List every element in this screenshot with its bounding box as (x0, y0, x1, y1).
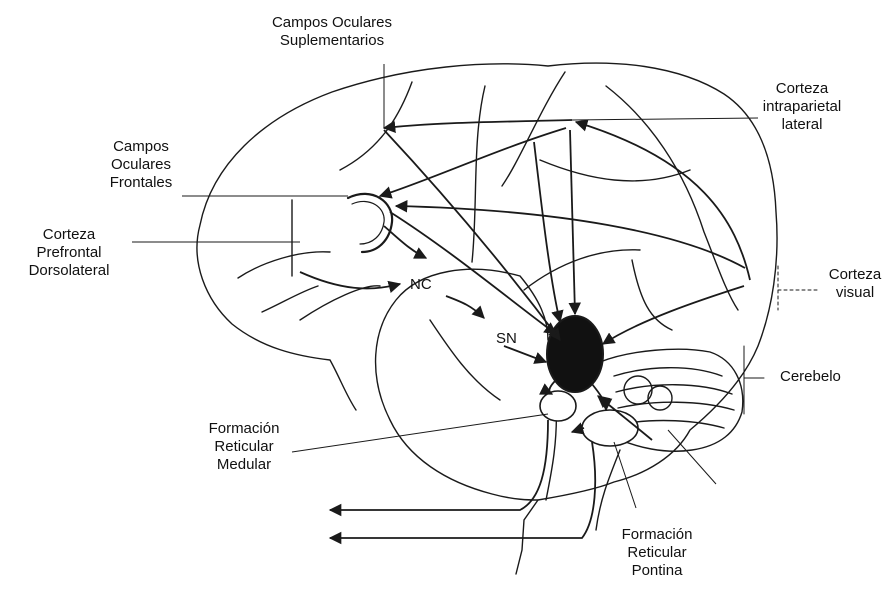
pontine-reticular-formation (582, 410, 638, 446)
label-lateral-intraparietal-cortex: Corteza intraparietal lateral (756, 80, 848, 134)
sulcus-2 (502, 72, 565, 186)
medullary-reticular-formation (540, 391, 576, 421)
arrow-lip-to-sc-2 (534, 142, 560, 322)
label-substantia-nigra: SN (496, 330, 517, 348)
arrow-downstream-2 (330, 442, 595, 538)
sulcus-8 (262, 286, 318, 312)
fef-arc-inner (352, 201, 384, 244)
cerebellum-nucleus-2 (648, 386, 672, 410)
arrow-fef-to-nc-2 (300, 272, 400, 288)
arrow-visual-to-sc (603, 286, 744, 344)
central-sulcus (472, 86, 485, 262)
cerebellum-folia-2 (616, 385, 732, 394)
brain-outline (197, 63, 777, 574)
sulcus-10 (524, 250, 640, 290)
arrow-visual-to-fef (396, 206, 745, 268)
cerebellum-folia-1 (614, 368, 722, 376)
temporal-sulcus (430, 320, 500, 400)
label-caudate-nucleus: NC (410, 276, 432, 294)
sulcus-11 (300, 286, 380, 320)
arrow-downstream-1 (330, 420, 548, 510)
visual-cortex-bracket (778, 266, 818, 310)
leader-frm (292, 414, 548, 452)
temporal-lobe (376, 269, 548, 500)
leader-cerebelo-2 (668, 430, 716, 484)
label-cerebellum: Cerebelo (780, 368, 841, 386)
label-visual-cortex: Corteza visual (822, 266, 888, 302)
leader-lip (572, 118, 758, 120)
label-frontal-eye-fields: Campos Oculares Frontales (96, 138, 186, 192)
arrow-lip-to-sc (570, 130, 575, 314)
label-supplementary-eye-fields: Campos Oculares Suplementarios (262, 14, 402, 50)
label-medullary-reticular-formation: Formación Reticular Medular (196, 420, 292, 474)
leader-frp (614, 442, 636, 508)
sulcus-7 (238, 252, 330, 278)
arrow-lip-to-fef (380, 128, 566, 196)
arrow-nc-to-sn (446, 296, 484, 318)
arrow-sn-to-sc (504, 346, 546, 362)
label-dorsolateral-prefrontal-cortex: Corteza Prefrontal Dorsolateral (14, 226, 124, 280)
label-pontine-reticular-formation: Formación Reticular Pontina (612, 526, 702, 580)
